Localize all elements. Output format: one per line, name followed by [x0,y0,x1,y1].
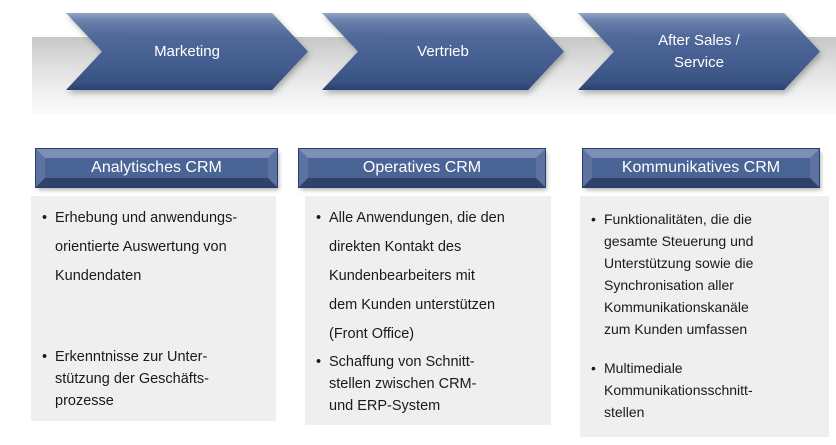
chevron-arrow-shape: Marketing [66,13,308,90]
bullet-item: Multimediale Kommunikationsschnitt- stel… [590,357,823,423]
process-step-vertrieb: Vertrieb [322,13,564,90]
process-step-label: After Sales / Service [658,31,740,71]
bullet-list: Funktionalitäten, die die gesamte Steuer… [580,196,829,423]
process-step-label: Marketing [154,42,220,60]
process-step-label: Vertrieb [417,42,469,60]
process-step-after-sales-service: After Sales / Service [578,13,820,90]
bullet-item: Erhebung und anwendungs- orientierte Aus… [41,204,270,291]
column-title: Operatives CRM [362,159,482,176]
column-title: Kommunikatives CRM [621,159,781,176]
column-body-kommunikatives-crm: Funktionalitäten, die die gesamte Steuer… [580,196,829,437]
column-title: Analytisches CRM [91,159,222,176]
bullet-list: Erhebung und anwendungs- orientierte Aus… [31,196,276,412]
column-header-operatives-crm: Operatives CRM [299,149,545,187]
bullet-list: Alle Anwendungen, die den direkten Konta… [305,196,551,417]
process-step-marketing: Marketing [66,13,308,90]
chevron-arrow-shape: After Sales / Service [578,13,820,90]
bullet-item: Alle Anwendungen, die den direkten Konta… [315,204,545,349]
bullet-item: Schaffung von Schnitt- stellen zwischen … [315,351,545,417]
bullet-item: Erkenntnisse zur Unter- stützung der Ges… [41,346,270,412]
column-header-analytisches-crm: Analytisches CRM [36,149,277,187]
column-body-operatives-crm: Alle Anwendungen, die den direkten Konta… [305,196,551,425]
column-body-analytisches-crm: Erhebung und anwendungs- orientierte Aus… [31,196,276,421]
chevron-arrow-shape: Vertrieb [322,13,564,90]
bullet-item: Funktionalitäten, die die gesamte Steuer… [590,208,823,340]
column-header-kommunikatives-crm: Kommunikatives CRM [583,149,819,187]
